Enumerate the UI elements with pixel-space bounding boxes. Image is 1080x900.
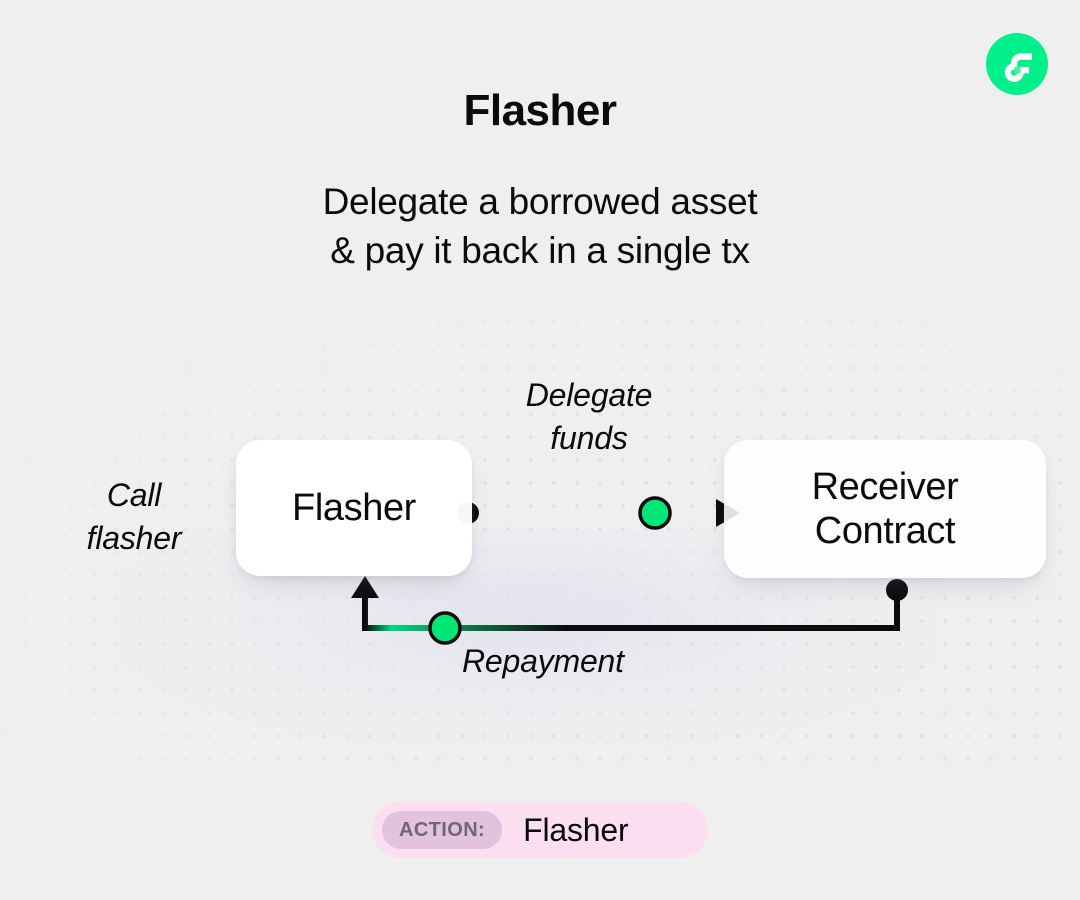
page-subtitle-line-2: & pay it back in a single tx	[330, 230, 750, 272]
node-flasher-label: Flasher	[292, 486, 416, 529]
node-flasher[interactable]: Flasher	[236, 440, 472, 576]
action-badge-value: Flasher	[523, 811, 629, 848]
page-subtitle-line-1: Delegate a borrowed asset	[322, 181, 758, 222]
node-receiver-contract[interactable]: Receiver Contract	[724, 440, 1046, 578]
node-receiver-contract-label: Receiver Contract	[811, 465, 959, 552]
edge-label-call-flasher: Call flasher	[86, 477, 182, 556]
page-subtitle: Delegate a borrowed asset & pay it back …	[0, 177, 1080, 275]
edge-label-repayment: Repayment	[462, 643, 624, 679]
edge-label-delegate-funds: Delegate funds	[525, 377, 653, 456]
action-badge-key: ACTION:	[382, 811, 503, 849]
action-badge: ACTION: Flasher	[372, 802, 708, 858]
flow-logo-icon	[986, 33, 1048, 95]
page-title: Flasher	[463, 86, 617, 136]
